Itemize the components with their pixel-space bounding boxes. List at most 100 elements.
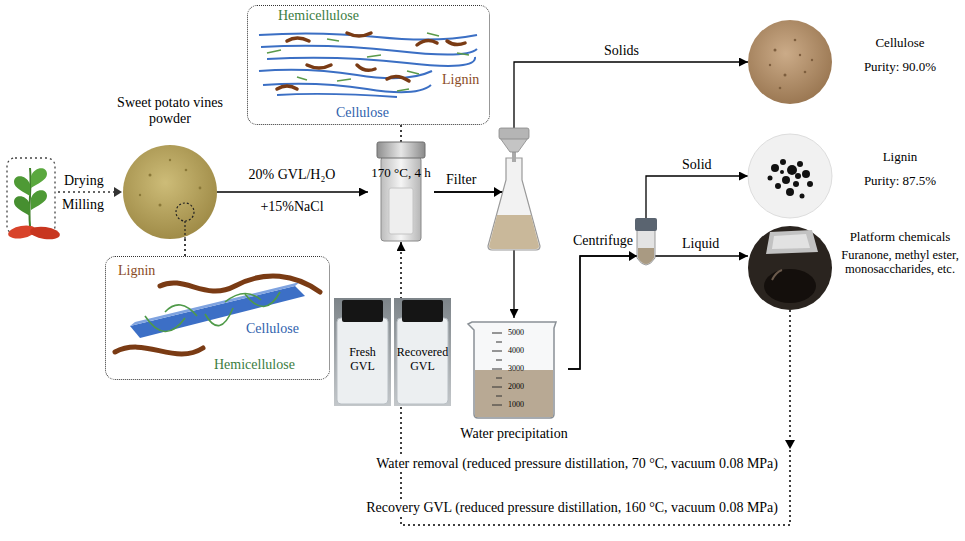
cellulose-photo-part xyxy=(769,64,771,66)
lignin-photo xyxy=(748,134,832,218)
fiber-structure-top-part-part xyxy=(267,50,281,53)
node-title: Water precipitation xyxy=(450,426,578,442)
edge-label: 20% GVL/H₂O xyxy=(236,167,348,183)
vial-photo-part xyxy=(394,298,451,406)
scale-number: 1000 xyxy=(505,400,527,410)
cellulose-photo xyxy=(748,20,832,104)
fiber-structure-top-part-part xyxy=(287,38,309,41)
fiber-structure-top-part-part xyxy=(387,76,409,81)
platform-chemicals-photo-part xyxy=(772,270,782,280)
vial-photo-part xyxy=(397,318,448,404)
cellulose-photo-part xyxy=(774,49,777,52)
fiber-structure-top-part-part xyxy=(417,40,437,45)
fiber-structure-top-part-part xyxy=(457,53,469,55)
fiber-structure-top-part-part xyxy=(367,55,381,57)
lignin-photo-part-part xyxy=(775,183,781,189)
fiber-structure-top-part xyxy=(259,33,477,97)
vial-photo-part xyxy=(402,300,443,322)
filter-flask-part xyxy=(488,158,540,250)
scale-number: 5000 xyxy=(505,328,527,338)
lignin-photo-part-part xyxy=(802,170,810,178)
lignin-photo-part-part xyxy=(786,188,794,196)
sweet-potato-plant-part xyxy=(14,196,30,216)
lignin-photo-part-part xyxy=(771,164,779,172)
vial-box: Recovered GVL xyxy=(394,298,451,406)
lignin-photo-part-part xyxy=(780,170,784,174)
fiber-structure-top-part-part xyxy=(347,33,371,36)
flow-arrowhead-part xyxy=(785,440,795,449)
scale-number: 2000 xyxy=(505,382,527,392)
fiber-structure-top-part-part xyxy=(407,71,419,74)
flow-arrow xyxy=(434,62,748,192)
fiber-structure-bottom-part-part xyxy=(145,316,185,332)
platform-chemicals-photo-part xyxy=(764,269,816,303)
filter-flask-part xyxy=(499,128,529,139)
beaker xyxy=(468,322,556,418)
centrifuge-tube-part xyxy=(629,251,637,261)
cellulose-photo-part xyxy=(799,54,801,56)
beaker-part-part xyxy=(492,333,502,334)
fiber-structure-top-part-part xyxy=(397,89,409,91)
fiber-structure-bottom-part-part xyxy=(165,305,197,316)
fiber-structure-bottom-part-part xyxy=(115,347,203,354)
fiber-structure-top-part xyxy=(267,33,469,91)
node-text: Hemicellulose xyxy=(214,357,295,373)
node-text: Purity: 90.0% xyxy=(840,60,960,75)
dotted-connector xyxy=(400,125,402,142)
reactor xyxy=(377,142,425,241)
reactor-part xyxy=(377,142,425,158)
scale-number: 3000 xyxy=(505,364,527,374)
cellulose-photo-part xyxy=(748,20,832,104)
powder-photo xyxy=(123,145,217,239)
reagent-label: +15%NaCl xyxy=(258,199,326,215)
filter-flask-part xyxy=(494,187,502,197)
lignin-photo-part-part xyxy=(780,159,786,165)
platform-chemicals-photo-part xyxy=(772,234,810,249)
node-title: Hemicellulose xyxy=(278,8,359,24)
lignin-photo-part-part xyxy=(800,194,805,199)
centrifuge-tube-part xyxy=(638,248,654,264)
reactor-box: 170 °C, 4 h xyxy=(368,142,434,242)
flow-arrowhead xyxy=(785,440,795,449)
centrifuge-tube-part xyxy=(637,230,655,265)
powder-photo-part xyxy=(184,221,185,239)
lignin-photo-part-part xyxy=(807,181,813,187)
fiber-structure-top-part-part xyxy=(263,84,431,93)
centrifuge-tube xyxy=(629,218,657,265)
powder-photo-part xyxy=(149,174,152,177)
beaker-part xyxy=(492,333,502,405)
fiber-structure-top-part-part xyxy=(327,39,339,41)
lignin-photo-part-part xyxy=(768,176,773,181)
product-circle: Platform chemicalsFuranone, methyl ester… xyxy=(748,226,832,310)
node-title: Platform chemicals xyxy=(840,230,960,245)
fiber-structure-top-part-part xyxy=(427,33,439,36)
edge-label: Solids xyxy=(604,43,639,59)
beaker-part-part xyxy=(492,351,502,352)
fiber-structure-bottom-part-part xyxy=(225,293,261,302)
platform-chemicals-photo-part xyxy=(766,230,818,254)
beaker-part-part xyxy=(496,378,502,379)
drying-arrow-part xyxy=(114,187,122,197)
flow-arrow xyxy=(217,191,368,192)
fiber-structure-top-part-part xyxy=(357,65,375,70)
powder-photo-part xyxy=(123,145,217,239)
cellulose-photo-part xyxy=(784,74,787,77)
vial-photo-part xyxy=(334,298,391,406)
node-title: Cellulose xyxy=(840,36,960,51)
vial-box: Fresh GVL xyxy=(334,298,391,406)
lignin-photo-part xyxy=(748,134,832,218)
fiber-structure-top-part-part xyxy=(307,65,331,68)
beaker-part xyxy=(468,322,556,418)
beaker-part-part xyxy=(496,342,502,343)
node-text: Lignin xyxy=(442,72,479,88)
sweet-potato-plant-part xyxy=(7,158,55,234)
filter-flask-part xyxy=(489,215,539,249)
powder-photo-part xyxy=(199,187,202,190)
vial-photo xyxy=(334,298,391,406)
fiber-structure-top-part-part xyxy=(447,41,465,45)
platform-chemicals-photo-part xyxy=(748,226,832,310)
platform-chemicals-photo xyxy=(748,226,832,310)
beaker-part-part xyxy=(492,387,502,388)
